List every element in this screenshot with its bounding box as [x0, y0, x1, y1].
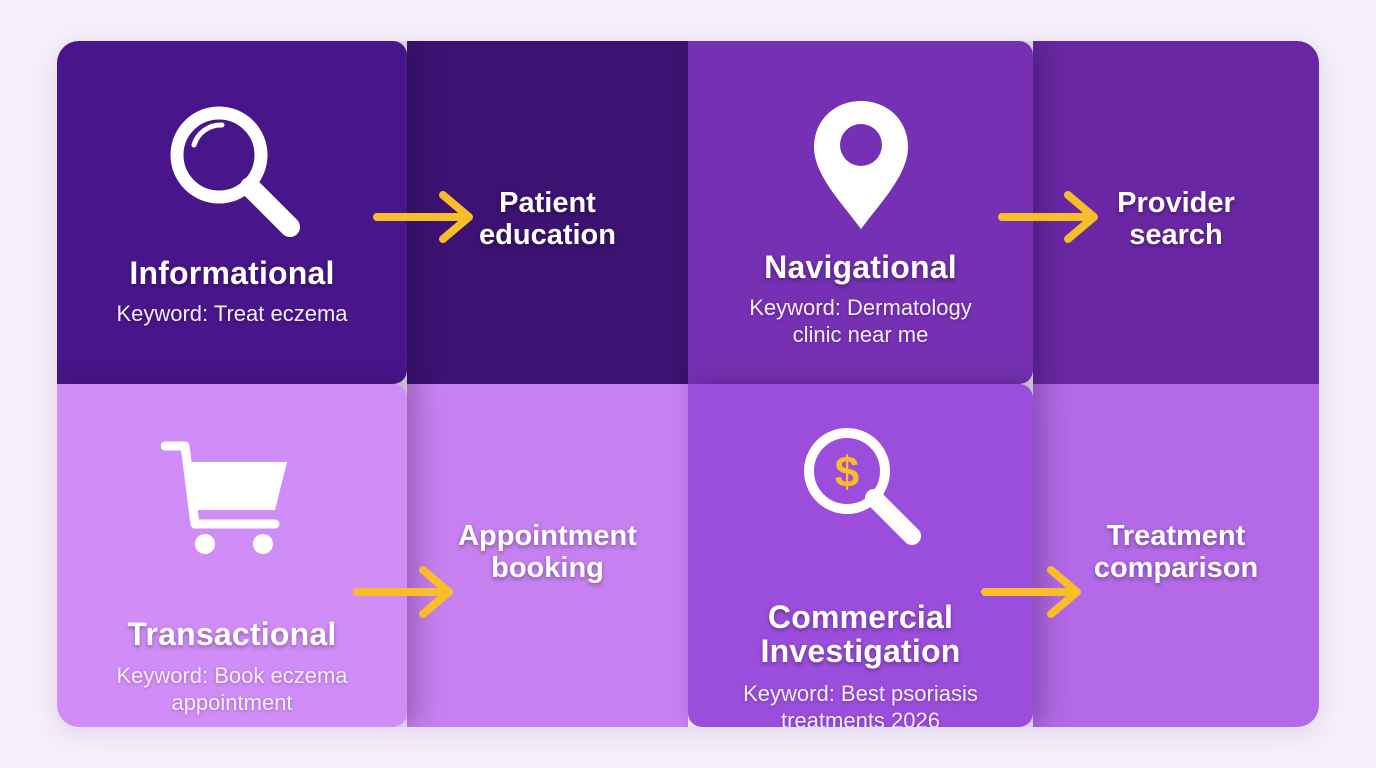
- commercial-outcome: Treatment comparison: [1033, 520, 1319, 584]
- location-pin-icon: [814, 101, 908, 229]
- informational-keyword: Keyword: Treat eczema: [57, 300, 407, 327]
- arrow-right-icon: [981, 566, 1081, 618]
- navigational-outcome-panel: Provider search: [1033, 41, 1319, 384]
- transactional-outcome-panel: Appointment booking: [407, 384, 688, 727]
- transactional-title: Transactional: [127, 616, 337, 652]
- arrow-right-icon: [998, 191, 1098, 243]
- commercial-investigation-title: Commercial Investigation: [688, 600, 1033, 668]
- navigational-keyword-line1: Keyword: Dermatology: [749, 295, 972, 320]
- transactional-card: Transactional Keyword: Book eczema appoi…: [57, 384, 407, 727]
- informational-outcome: Patient education: [407, 187, 688, 251]
- row-bottom: Appointment booking Transactional Keywor…: [57, 384, 1319, 727]
- commercial-keyword-line1: Keyword: Best psoriasis: [743, 681, 978, 706]
- commercial-investigation-card: $ Commercial Investigation Keyword: Best…: [688, 384, 1033, 727]
- commercial-investigation-keyword: Keyword: Best psoriasis treatments 2026: [688, 680, 1033, 727]
- navigational-outcome: Provider search: [1033, 187, 1319, 251]
- transactional-keyword-line1: Keyword: Book eczema: [116, 663, 348, 688]
- navigational-outcome-line1: Provider: [1117, 187, 1235, 219]
- magnifying-glass-icon: [170, 106, 300, 237]
- transactional-outcome-line1: Appointment: [458, 520, 637, 552]
- commercial-title-line1: Commercial: [767, 599, 954, 635]
- navigational-outcome-line2: search: [1129, 219, 1223, 251]
- commercial-title-line2: Investigation: [760, 633, 961, 669]
- row-top: Patient education Informational Keyword:…: [57, 41, 1319, 384]
- transactional-outcome: Appointment booking: [407, 520, 688, 584]
- navigational-card: Navigational Keyword: Dermatology clinic…: [688, 41, 1033, 384]
- informational-card: Informational Keyword: Treat eczema: [57, 41, 407, 384]
- informational-keyword-line1: Keyword: Treat eczema: [116, 301, 348, 326]
- informational-outcome-line2: education: [479, 219, 616, 251]
- informational-outcome-panel: Patient education: [407, 41, 688, 384]
- dollar-search-icon: $: [804, 428, 921, 545]
- svg-text:$: $: [835, 448, 859, 497]
- search-intent-grid: Patient education Informational Keyword:…: [57, 41, 1319, 727]
- transactional-keyword: Keyword: Book eczema appointment: [57, 662, 407, 716]
- commercial-keyword-line2: treatments 2026: [781, 708, 940, 727]
- commercial-outcome-line1: Treatment: [1106, 520, 1246, 552]
- informational-title: Informational: [129, 255, 335, 291]
- arrow-right-icon: [373, 191, 473, 243]
- arrow-right-icon: [353, 566, 453, 618]
- navigational-keyword: Keyword: Dermatology clinic near me: [688, 294, 1033, 348]
- informational-outcome-line1: Patient: [499, 187, 596, 219]
- navigational-title: Navigational: [764, 249, 957, 285]
- transactional-keyword-line2: appointment: [171, 690, 293, 715]
- commercial-outcome-line2: comparison: [1093, 552, 1259, 584]
- commercial-outcome-panel: Treatment comparison: [1033, 384, 1319, 727]
- navigational-keyword-line2: clinic near me: [792, 322, 929, 347]
- transactional-outcome-line2: booking: [491, 552, 604, 584]
- shopping-cart-icon: [161, 441, 287, 554]
